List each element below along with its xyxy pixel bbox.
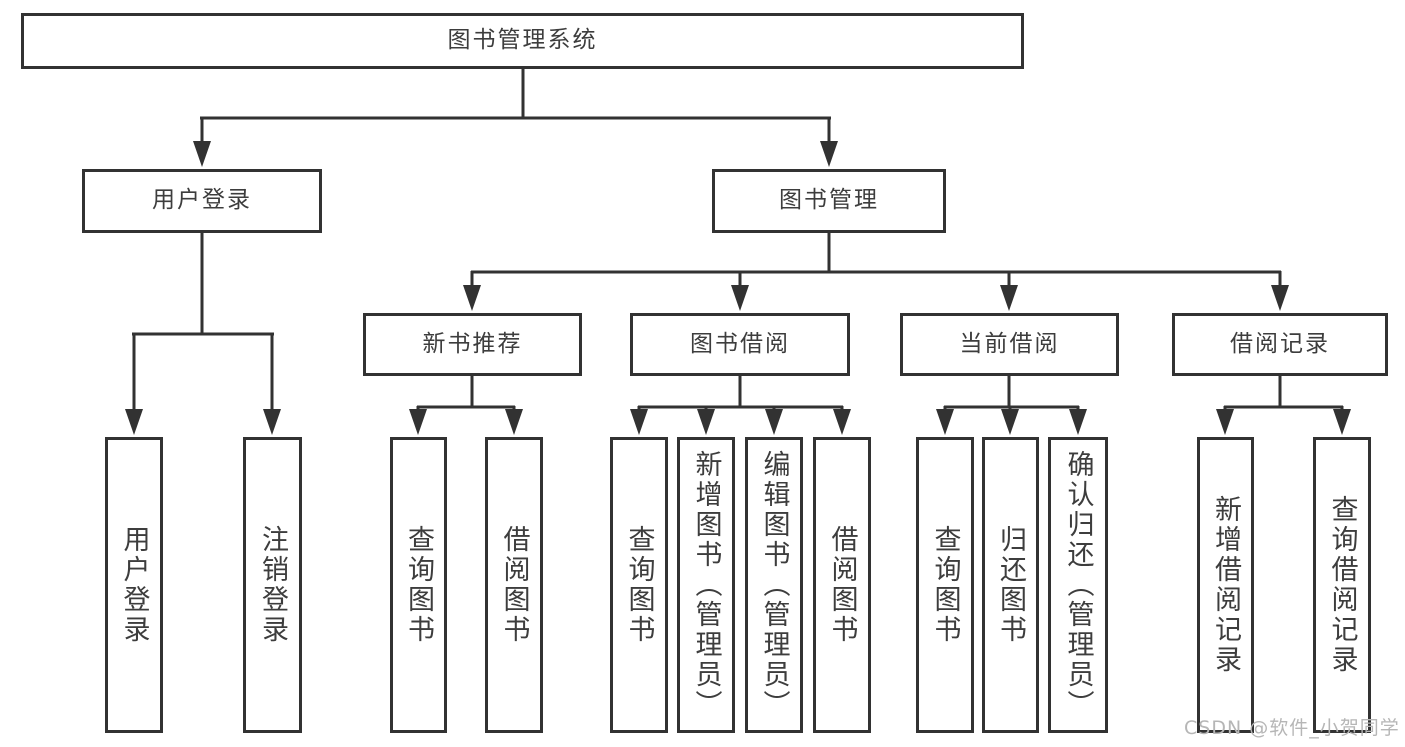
node-library-management-system-label: 图书管理系统 [447,27,598,54]
leaf-borrow-edit-books-admin: 编辑图书（管理员） [745,437,803,733]
leaf-newbook-borrow-books: 借阅图书 [485,437,543,733]
leaf-user-login: 用户登录 [105,437,163,733]
leaf-record-query-borrow-record-label: 查询借阅记录 [1326,495,1358,675]
node-book-management: 图书管理 [712,169,946,233]
leaf-borrow-query-books: 查询图书 [610,437,668,733]
node-book-management-label: 图书管理 [779,187,879,214]
leaf-newbook-query-books-label: 查询图书 [403,525,434,645]
leaf-borrow-add-books-admin-label: 新增图书（管理员） [690,450,722,720]
leaf-current-confirm-return-admin-label: 确认归还（管理员） [1062,450,1094,720]
node-library-management-system: 图书管理系统 [21,13,1024,69]
node-current-borrowing-label: 当前借阅 [959,330,1060,357]
leaf-current-query-books-label: 查询图书 [929,525,961,645]
leaf-record-query-borrow-record: 查询借阅记录 [1313,437,1371,733]
leaf-newbook-borrow-books-label: 借阅图书 [498,525,530,645]
node-new-book-recommendation: 新书推荐 [363,313,582,376]
node-user-login-label: 用户登录 [152,187,252,214]
leaf-user-login-label: 用户登录 [118,525,150,645]
leaf-logout: 注销登录 [243,437,302,733]
node-book-borrowing: 图书借阅 [630,313,850,376]
node-borrowing-records: 借阅记录 [1172,313,1388,376]
leaf-borrow-borrow-books: 借阅图书 [813,437,871,733]
leaf-record-add-borrow-record: 新增借阅记录 [1197,437,1254,733]
node-book-borrowing-label: 图书借阅 [690,330,790,357]
leaf-newbook-query-books: 查询图书 [390,437,447,733]
watermark-csdn: CSDN @软件_小贺同学 [1184,717,1400,739]
arrowheads [125,141,1351,435]
leaf-current-query-books: 查询图书 [916,437,974,733]
leaf-record-add-borrow-record-label: 新增借阅记录 [1210,495,1241,675]
node-borrowing-records-label: 借阅记录 [1230,330,1330,357]
leaf-borrow-edit-books-admin-label: 编辑图书（管理员） [758,450,790,720]
leaf-logout-label: 注销登录 [257,525,288,645]
node-user-login: 用户登录 [82,169,322,233]
leaf-borrow-query-books-label: 查询图书 [623,525,655,645]
leaf-borrow-borrow-books-label: 借阅图书 [826,525,858,645]
leaf-borrow-add-books-admin: 新增图书（管理员） [677,437,735,733]
leaf-current-return-books-label: 归还图书 [995,525,1026,645]
leaf-current-confirm-return-admin: 确认归还（管理员） [1048,437,1108,733]
leaf-current-return-books: 归还图书 [982,437,1039,733]
node-new-book-recommendation-label: 新书推荐 [422,330,523,357]
node-current-borrowing: 当前借阅 [900,313,1119,376]
